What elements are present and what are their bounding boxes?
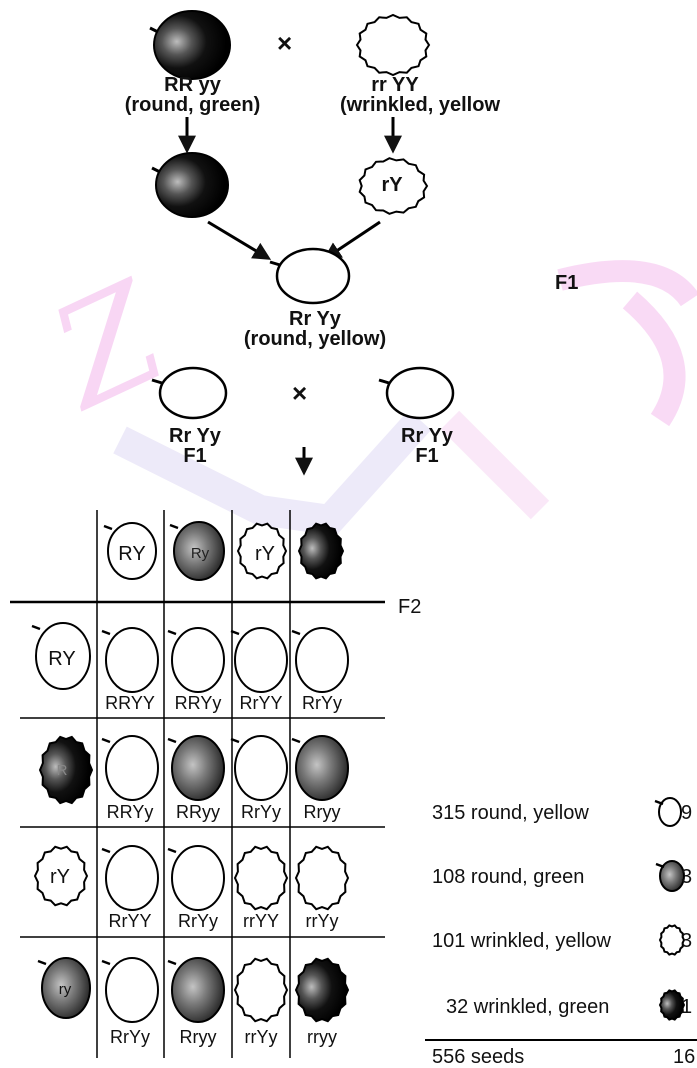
f1-label: F1	[555, 272, 579, 294]
total-seeds: 556 seeds	[432, 1046, 525, 1068]
row-gamete-label: ry	[58, 981, 72, 998]
punnett-cell-seed	[233, 957, 289, 1023]
parent2-phenotype: (wrinkled, yellow	[339, 94, 501, 116]
arrow-diagonal	[207, 220, 272, 260]
result-label: 108 round, green	[432, 866, 585, 888]
col-gamete-label: RY	[118, 543, 146, 565]
result-label: 315 round, yellow	[432, 802, 589, 824]
punnett-cell-seed	[167, 845, 225, 911]
punnett-cell-genotype: RrYY	[239, 693, 283, 713]
punnett-cell-genotype: rryy	[307, 1027, 337, 1047]
parent1-phenotype: (round, green)	[124, 94, 261, 116]
punnett-cell-seed	[167, 735, 225, 801]
result-seed-round-green	[655, 860, 685, 892]
punnett-cell-genotype: RrYy	[178, 911, 218, 931]
punnett-cell-seed	[167, 957, 225, 1023]
row-gamete-seed	[38, 735, 94, 805]
col-gamete-seed	[236, 522, 288, 580]
col-gamete-label: rY	[255, 543, 275, 565]
gamete2-label: rY	[381, 174, 403, 196]
punnett-cell-genotype: rrYy	[305, 911, 339, 931]
parent1-genotype: RR yy	[164, 74, 221, 96]
f1-phenotype: (round, yellow)	[243, 328, 387, 350]
f1-right-seed	[378, 366, 455, 420]
row-gamete-label: rY	[50, 866, 70, 888]
punnett-cell-seed	[230, 735, 288, 801]
punnett-cell-seed	[233, 845, 289, 911]
gamete2-seed	[358, 157, 429, 215]
total-ratio: 16	[673, 1046, 696, 1068]
f1-left-seed	[151, 366, 228, 420]
parent2-seed	[355, 13, 431, 77]
punnett-cell-genotype: rrYy	[244, 1027, 278, 1047]
f1-left-genotype: Rr Yy	[169, 425, 221, 447]
result-seed-wrinkled-yellow	[658, 924, 686, 956]
punnett-cell-seed	[101, 627, 159, 693]
punnett-cell-genotype: rrYY	[243, 911, 279, 931]
punnett-cell-seed	[294, 845, 350, 911]
f2-label: F2	[398, 596, 422, 618]
punnett-cell-seed	[230, 627, 288, 693]
punnett-cell-seed	[101, 845, 159, 911]
punnett-cell-seed	[294, 957, 350, 1023]
row-gamete-seed	[31, 622, 91, 690]
punnett-cell-genotype: RRyy	[176, 802, 220, 822]
punnett-cell-genotype: RrYy	[110, 1027, 150, 1047]
arrow-diagonal	[323, 220, 381, 260]
punnett-cell-seed	[291, 735, 349, 801]
col-gamete-seed	[169, 521, 225, 581]
f1-left-generation: F1	[183, 445, 207, 467]
result-seed-wrinkled-green	[658, 989, 686, 1021]
cross-symbol: ×	[292, 378, 308, 408]
cross-symbol: ×	[277, 28, 293, 58]
punnett-cell-genotype: RRYY	[105, 693, 155, 713]
punnett-cell-seed	[291, 627, 349, 693]
col-gamete-seed	[297, 522, 345, 580]
f1-genotype: Rr Yy	[289, 308, 341, 330]
punnett-cell-genotype: RRYy	[174, 693, 222, 713]
punnett-cell-genotype: RrYy	[302, 693, 342, 713]
result-ratio: 3	[681, 866, 693, 888]
punnett-cell-seed	[167, 627, 225, 693]
col-gamete-seed	[103, 522, 157, 580]
parent2-genotype: rr YY	[371, 74, 419, 96]
result-ratio: 9	[681, 802, 693, 824]
row-gamete-label: RY	[48, 648, 76, 670]
col-gamete-label: Ry	[190, 545, 210, 562]
row-gamete-seed	[37, 957, 91, 1019]
f1-right-genotype: Rr Yy	[401, 425, 453, 447]
gamete1-seed	[151, 152, 229, 218]
punnett-cell-seed	[101, 957, 159, 1023]
result-seed-round-yellow	[654, 797, 682, 827]
result-label: 32 wrinkled, green	[446, 996, 610, 1018]
result-ratio: 1	[681, 996, 693, 1018]
f1-seed	[269, 247, 351, 305]
result-ratio: 3	[681, 930, 693, 952]
row-gamete-seed	[33, 845, 89, 907]
punnett-cell-genotype: RrYY	[108, 911, 152, 931]
parent1-seed	[149, 10, 231, 80]
punnett-cell-genotype: RrYy	[241, 802, 281, 822]
punnett-cell-genotype: Rryy	[303, 802, 341, 822]
result-label: 101 wrinkled, yellow	[432, 930, 611, 952]
punnett-cell-genotype: Rryy	[179, 1027, 217, 1047]
f1-right-generation: F1	[415, 445, 439, 467]
row-gamete-label: R	[56, 762, 68, 779]
punnett-cell-seed	[101, 735, 159, 801]
punnett-grid	[10, 510, 385, 1058]
punnett-cell-genotype: RRYy	[106, 802, 154, 822]
